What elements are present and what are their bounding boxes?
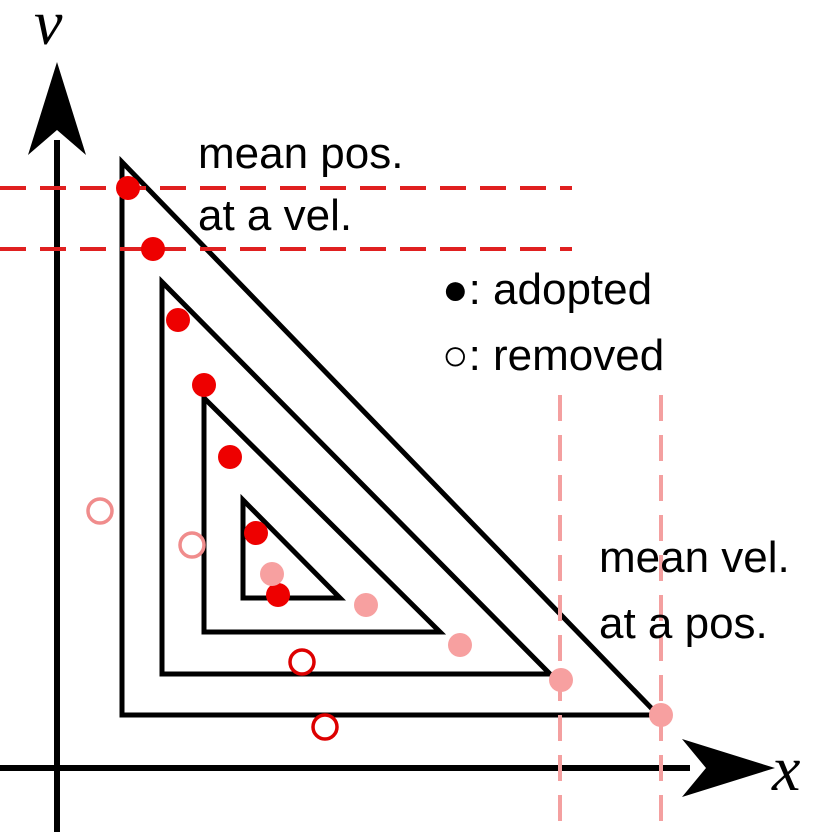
- adopted-point: [116, 176, 140, 200]
- removed-point: [311, 713, 339, 741]
- adopted-point: [192, 373, 216, 397]
- mean-vel-label-line1: mean vel.: [599, 533, 790, 582]
- v-axis-arrowhead: [28, 62, 86, 155]
- removed-points: [86, 497, 339, 741]
- removed-point: [178, 531, 206, 559]
- x-axis-arrowhead: [682, 739, 775, 797]
- removed-point: [288, 648, 316, 676]
- adopted-point: [260, 562, 284, 586]
- contour-triangle-4: [240, 493, 346, 601]
- contour-triangle-2: [159, 275, 556, 677]
- mean-pos-label-line1: mean pos.: [198, 129, 403, 178]
- adopted-point: [218, 445, 242, 469]
- contour-triangles: [119, 155, 664, 718]
- removed-point: [86, 497, 114, 525]
- legend-adopted-label: ●: adopted: [442, 265, 652, 314]
- adopted-point: [549, 668, 573, 692]
- v-axis-label: v: [34, 0, 63, 58]
- mean-pos-label-line2: at a vel.: [198, 191, 352, 240]
- adopted-point: [244, 521, 268, 545]
- adopted-point: [448, 633, 472, 657]
- contour-triangle-3: [201, 392, 447, 635]
- mean-vel-label-line2: at a pos.: [599, 599, 768, 648]
- adopted-points: [116, 176, 673, 727]
- dashed-guides: [0, 186, 663, 832]
- adopted-point: [266, 583, 290, 607]
- adopted-point: [141, 237, 165, 261]
- adopted-point: [649, 703, 673, 727]
- contour-triangle-1: [119, 155, 664, 718]
- adopted-point: [166, 308, 190, 332]
- x-axis-label: x: [771, 733, 800, 804]
- adopted-point: [354, 593, 378, 617]
- legend-removed-label: ○: removed: [442, 331, 664, 380]
